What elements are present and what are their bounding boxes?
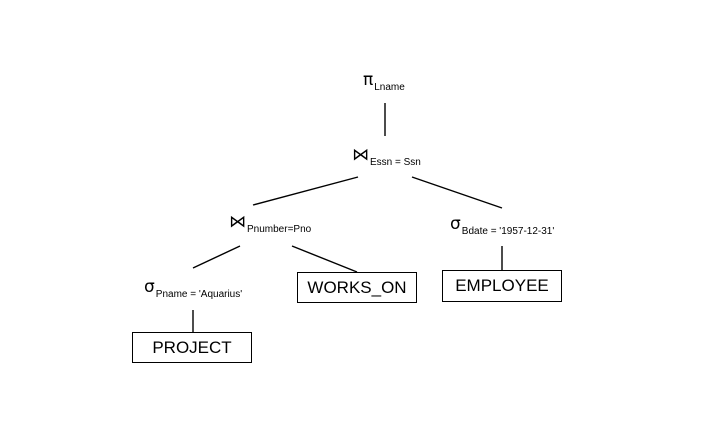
- relation-employee-box: EMPLOYEE: [442, 270, 562, 302]
- join-symbol: ⋈: [229, 212, 246, 232]
- edge-join-top-to-join-left: [252, 176, 359, 206]
- relation-project-box: PROJECT: [132, 332, 252, 363]
- pi-symbol: π: [363, 70, 374, 90]
- join-condition: Pnumber=Pno: [247, 224, 312, 235]
- select-condition: Pname = 'Aquarius': [155, 289, 243, 300]
- edge-join-top-to-select-bdate: [411, 176, 503, 209]
- select-pname-node: σPname = 'Aquarius': [144, 277, 242, 300]
- relation-label: EMPLOYEE: [455, 276, 549, 295]
- relation-label: PROJECT: [152, 337, 232, 357]
- projection-lname-node: πLname: [363, 70, 405, 93]
- projection-condition: Lname: [374, 82, 405, 93]
- select-bdate-node: σBdate = '1957-12-31': [450, 214, 554, 237]
- edge-join-left-to-select-pname: [192, 245, 241, 269]
- join-pnumber-pno-node: ⋈Pnumber=Pno: [229, 212, 311, 235]
- sigma-symbol: σ: [144, 277, 155, 297]
- select-condition: Bdate = '1957-12-31': [461, 226, 555, 237]
- sigma-symbol: σ: [450, 214, 461, 234]
- relation-works-on-box: WORKS_ON: [297, 272, 417, 303]
- edge-join-left-to-works-on: [291, 245, 358, 273]
- join-essn-ssn-node: ⋈Essn = Ssn: [352, 145, 421, 168]
- relation-label: WORKS_ON: [307, 277, 407, 297]
- join-symbol: ⋈: [352, 145, 369, 165]
- join-condition: Essn = Ssn: [370, 157, 421, 168]
